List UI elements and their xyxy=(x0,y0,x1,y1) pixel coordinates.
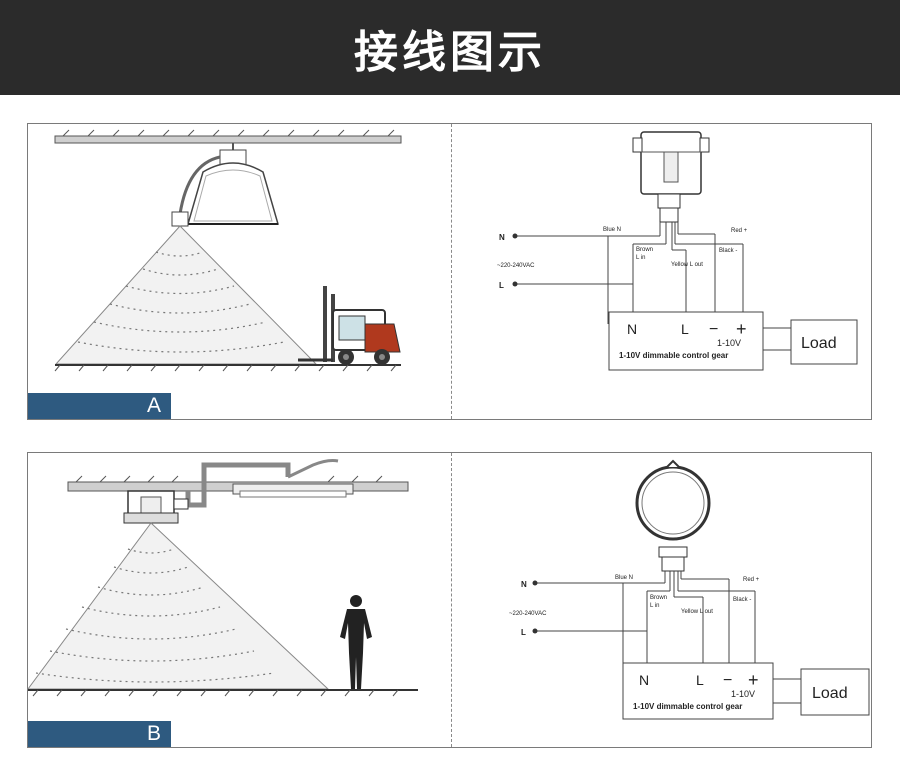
panel-tag-label: A xyxy=(146,394,161,417)
terminal-plus: + xyxy=(748,670,759,690)
person-icon xyxy=(340,595,372,689)
gear-label: 1-10V dimmable control gear xyxy=(633,702,742,711)
gear-label: 1-10V dimmable control gear xyxy=(619,351,728,360)
page-title: 接线图示 xyxy=(354,26,546,78)
detection-cone xyxy=(27,522,330,690)
line-label: L xyxy=(521,628,526,637)
terminal-l: L xyxy=(696,672,704,688)
floor-hatch xyxy=(32,689,399,697)
terminal-l: L xyxy=(681,321,689,337)
terminal-n: N xyxy=(639,672,649,688)
wire-black-label: Black - xyxy=(733,597,751,603)
wire-brown-sub-label: L in xyxy=(636,255,645,261)
wire-red-label: Red + xyxy=(743,577,760,583)
panel-tag-a: A xyxy=(28,393,171,419)
wire-yellow-label: Yellow L out xyxy=(671,262,703,268)
load-label: Load xyxy=(812,685,848,702)
wires xyxy=(535,571,801,704)
wire-brown-label: Brown xyxy=(636,247,653,253)
wiring-diagram-b: N L ~220-240VAC Blue N Brown L in Yellow… xyxy=(509,459,870,720)
header-banner: 接线图示 xyxy=(0,0,900,95)
wire-yellow-label: Yellow L out xyxy=(681,609,713,615)
wire-red-label: Red + xyxy=(731,228,748,234)
wire-brown-label: Brown xyxy=(650,595,667,601)
scene-b xyxy=(27,459,418,697)
wire-blue-label: Blue N xyxy=(615,575,633,581)
diagram-panel-a: A xyxy=(27,123,872,420)
load-box xyxy=(790,319,858,365)
sensor-icon xyxy=(123,490,189,524)
wiring-diagram-a: N L ~220-240VAC Blue N Brown L in Yellow… xyxy=(497,131,858,371)
floor-hatch xyxy=(54,364,397,372)
control-gear-box xyxy=(608,311,764,371)
panel-divider xyxy=(451,453,452,747)
wire-black-label: Black - xyxy=(719,248,737,254)
high-bay-lamp-icon xyxy=(171,143,279,227)
panel-divider xyxy=(451,124,452,419)
ceiling-hatch xyxy=(62,129,395,137)
wire-brown-sub-label: L in xyxy=(650,603,659,609)
forklift-icon xyxy=(298,286,401,365)
wires xyxy=(515,222,791,351)
terminal-plus: + xyxy=(736,319,747,339)
round-sensor-icon xyxy=(635,459,711,572)
ceiling-hatch xyxy=(75,475,383,483)
neutral-label: N xyxy=(521,580,527,589)
voltage-label: ~220-240VAC xyxy=(509,611,547,617)
terminal-n: N xyxy=(627,321,637,337)
voltage-label: ~220-240VAC xyxy=(497,263,535,269)
terminal-minus: − xyxy=(723,672,732,689)
line-label: L xyxy=(499,281,504,290)
wire-blue-label: Blue N xyxy=(603,227,621,233)
scene-a xyxy=(54,129,402,372)
control-gear-box xyxy=(622,662,774,720)
load-box xyxy=(800,668,870,716)
diagram-panel-b: B xyxy=(27,452,872,748)
dim-label: 1-10V xyxy=(731,689,755,699)
terminal-minus: − xyxy=(709,321,718,338)
ceiling xyxy=(54,135,402,144)
panel-tag-label: B xyxy=(146,722,161,745)
detection-cone xyxy=(54,225,318,365)
panel-tag-b: B xyxy=(28,721,171,747)
sensor-icon xyxy=(632,131,710,223)
dim-label: 1-10V xyxy=(717,338,741,348)
neutral-label: N xyxy=(499,233,505,242)
load-label: Load xyxy=(801,335,837,352)
